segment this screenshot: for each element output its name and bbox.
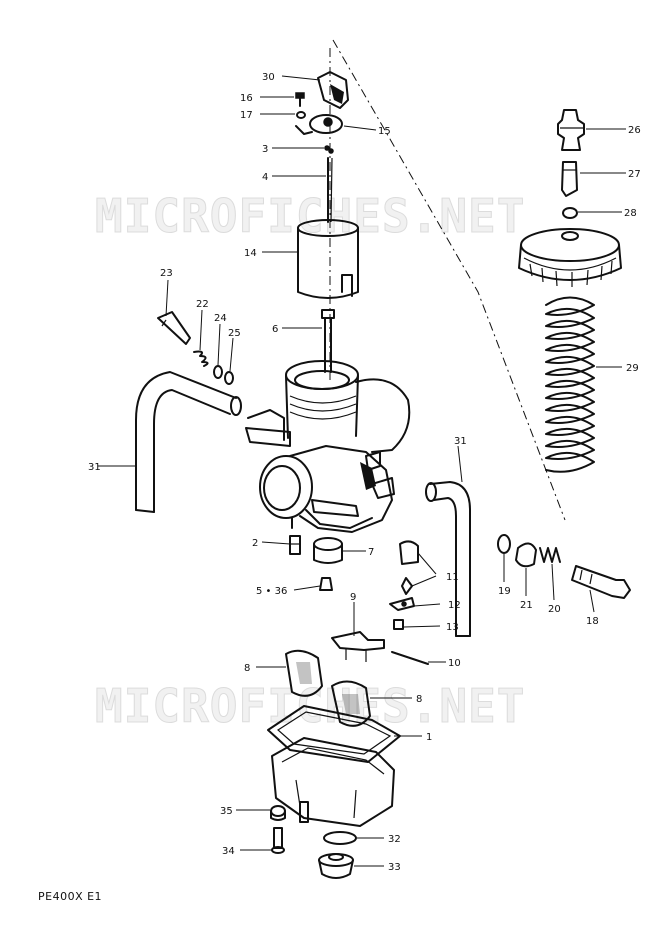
part-25-o-ring	[224, 371, 234, 385]
callout-4: 4	[262, 172, 268, 183]
callout-6: 6	[272, 324, 278, 335]
callout-29: 29	[626, 363, 639, 374]
part-14-throttle-valve	[297, 219, 359, 299]
part-carburetor-body	[245, 360, 411, 533]
part-3-needle-clip	[324, 145, 334, 154]
part-13-screw	[393, 619, 404, 630]
part-7-jet-holder	[313, 537, 343, 564]
part-18-throttle-stop-screw	[571, 565, 631, 599]
part-32-o-ring	[323, 831, 357, 845]
watermark-top: MICROFICHES.NET	[95, 189, 525, 243]
part-10-float-pin	[391, 651, 429, 665]
part-8-float-left	[285, 649, 323, 697]
callout-11: 11	[446, 572, 459, 583]
part-35-drain-screw	[270, 805, 286, 821]
part-20-spring	[539, 547, 561, 563]
callout-20: 20	[548, 604, 561, 615]
callout-14: 14	[244, 248, 257, 259]
part-23-air-screw	[157, 311, 191, 345]
part-top-cap	[518, 228, 622, 287]
callout-31-left: 31	[88, 462, 101, 473]
part-29-spring	[545, 296, 595, 473]
callout-28: 28	[624, 208, 637, 219]
callout-5-36: 5 • 36	[256, 586, 287, 597]
axis-line-right	[332, 39, 566, 521]
part-11-float-valve	[399, 540, 419, 595]
callout-34: 34	[222, 846, 235, 857]
part-31-hose-left	[135, 371, 242, 513]
callout-17: 17	[240, 110, 253, 121]
part-9-float-arm	[331, 631, 385, 662]
part-24-washer	[213, 365, 223, 379]
part-4-jet-needle	[327, 157, 333, 223]
callout-7: 7	[368, 547, 374, 558]
part-16-screw	[295, 92, 305, 107]
part-33-drain-plug	[318, 853, 354, 879]
callout-35: 35	[220, 806, 233, 817]
callout-32: 32	[388, 834, 401, 845]
callout-3: 3	[262, 144, 268, 155]
callout-10: 10	[448, 658, 461, 669]
part-30-cable-cap	[317, 71, 349, 109]
part-27-plunger-cap	[561, 161, 578, 197]
part-8-float-right	[331, 680, 371, 727]
part-21-washer	[515, 542, 537, 568]
part-15-plate	[295, 114, 343, 135]
part-31-hose-right	[425, 481, 471, 637]
callout-22: 22	[196, 299, 209, 310]
callout-9: 9	[350, 592, 356, 603]
part-34-bolt	[271, 827, 285, 854]
callout-8-right: 8	[416, 694, 422, 705]
part-19-o-ring	[497, 534, 511, 554]
callout-8-left: 8	[244, 663, 250, 674]
callout-33: 33	[388, 862, 401, 873]
part-17-washer	[296, 111, 306, 119]
callout-15: 15	[378, 126, 391, 137]
part-5-36-pilot-jet	[319, 577, 333, 591]
callout-21: 21	[520, 600, 533, 611]
callout-12: 12	[448, 600, 461, 611]
part-12-clip	[389, 597, 415, 611]
part-2-main-jet	[289, 535, 301, 555]
callout-27: 27	[628, 169, 641, 180]
model-code-label: PE400X E1	[38, 890, 103, 903]
callout-26: 26	[628, 125, 641, 136]
callout-18: 18	[586, 616, 599, 627]
callout-31-right: 31	[454, 436, 467, 447]
part-float-chamber	[271, 737, 395, 827]
part-28-nut	[562, 207, 578, 219]
callout-2: 2	[252, 538, 258, 549]
callout-16: 16	[240, 93, 253, 104]
watermark-bottom: MICROFICHES.NET	[95, 679, 525, 733]
part-26-starter-plunger	[557, 109, 585, 151]
callout-19: 19	[498, 586, 511, 597]
callout-1: 1	[426, 732, 432, 743]
callout-23: 23	[160, 268, 173, 279]
callout-13: 13	[446, 622, 459, 633]
callout-25: 25	[228, 328, 241, 339]
part-22-spring	[193, 350, 209, 367]
callout-30: 30	[262, 72, 275, 83]
callout-24: 24	[214, 313, 227, 324]
leader-lines	[98, 75, 626, 867]
part-6-needle-jet	[321, 309, 335, 373]
